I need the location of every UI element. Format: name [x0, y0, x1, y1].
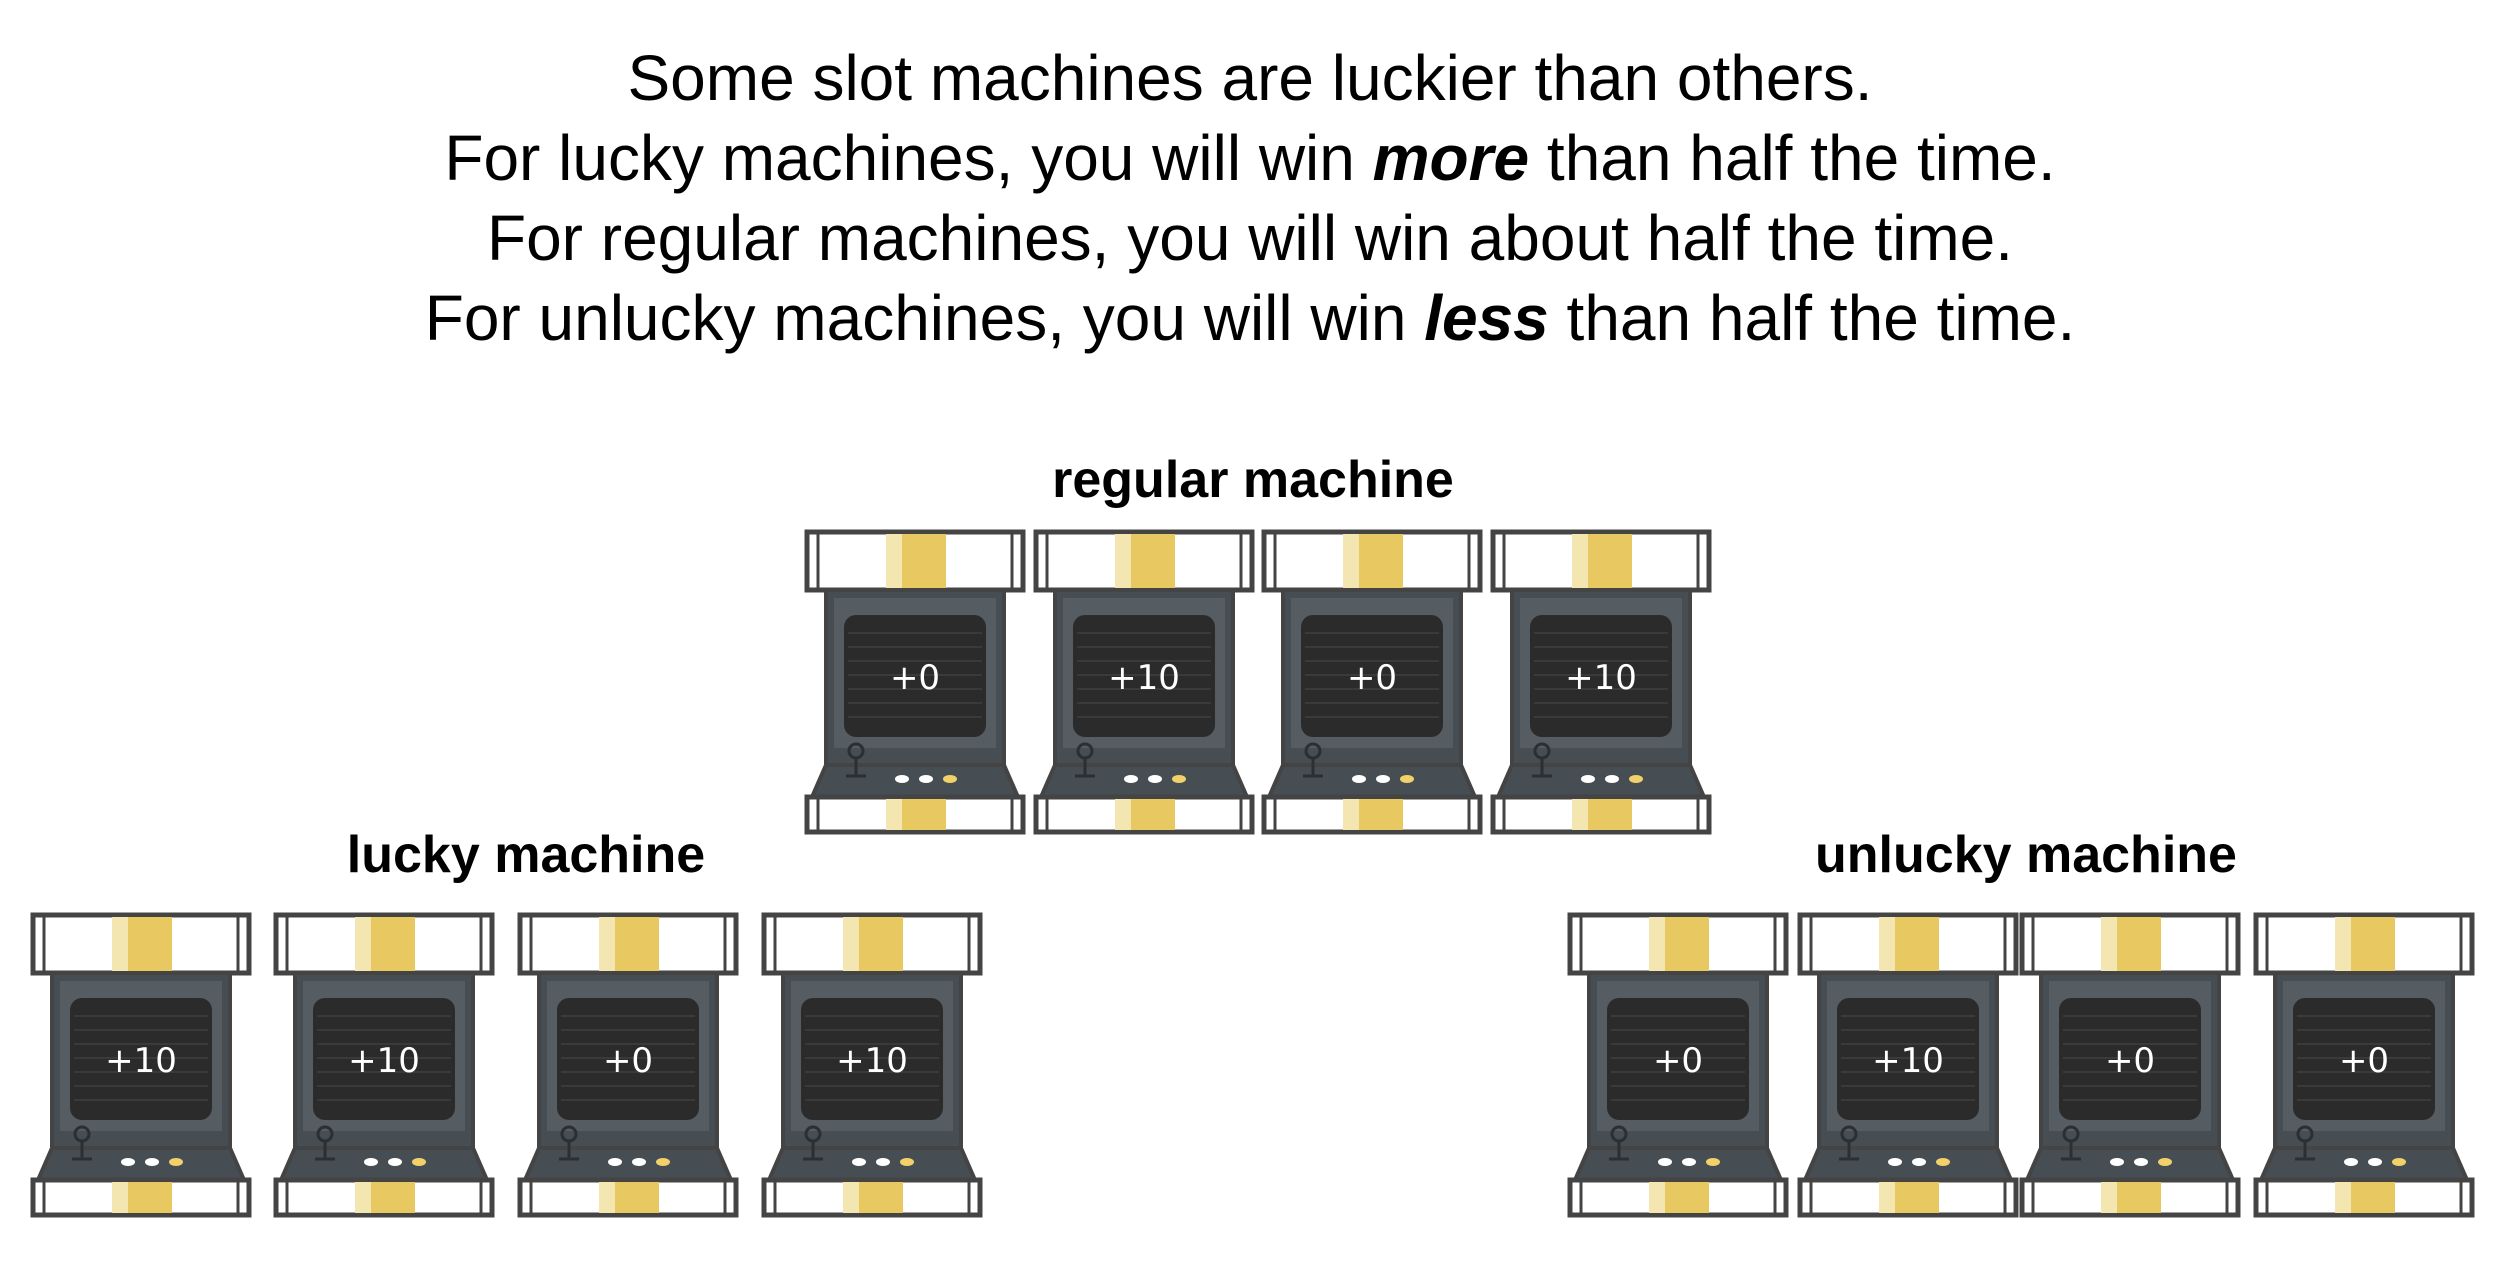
panel-buttons — [852, 1158, 914, 1166]
unlucky-slot-machine-4: +0 — [2253, 912, 2475, 1218]
joystick-icon — [803, 1125, 823, 1161]
joystick-icon — [1303, 742, 1323, 778]
panel-buttons — [2110, 1158, 2172, 1166]
unlucky-machine-label: unlucky machine — [1815, 826, 2237, 884]
panel-buttons — [608, 1158, 670, 1166]
regular-slot-machine-2: +10 — [1033, 529, 1255, 835]
panel-buttons — [1124, 775, 1186, 783]
panel-buttons — [2344, 1158, 2406, 1166]
intro-line-4: For unlucky machines, you will win less … — [424, 282, 2076, 354]
machine-outcome: +10 — [1108, 658, 1180, 698]
lucky-machine-label: lucky machine — [346, 826, 706, 884]
emphasis-less: less — [1424, 282, 1549, 354]
lucky-slot-machine-1: +10 — [30, 912, 252, 1218]
joystick-icon — [846, 742, 866, 778]
joystick-icon — [1532, 742, 1552, 778]
emphasis-more: more — [1372, 122, 1530, 194]
regular-slot-machine-3: +0 — [1261, 529, 1483, 835]
machine-outcome: +0 — [2105, 1041, 2155, 1081]
intro-line-2: For lucky machines, you will win more th… — [444, 122, 2056, 194]
joystick-icon — [1839, 1125, 1859, 1161]
machine-outcome: +10 — [105, 1041, 177, 1081]
machine-outcome: +10 — [836, 1041, 908, 1081]
intro-text: Some slot machines are luckier than othe… — [0, 38, 2500, 358]
intro-line-1: Some slot machines are luckier than othe… — [627, 42, 1873, 114]
joystick-icon — [72, 1125, 92, 1161]
regular-slot-machine-4: +10 — [1490, 529, 1712, 835]
machine-outcome: +0 — [1347, 658, 1397, 698]
machine-outcome: +0 — [890, 658, 940, 698]
regular-slot-machine-1: +0 — [804, 529, 1026, 835]
machine-outcome: +0 — [2339, 1041, 2389, 1081]
panel-buttons — [364, 1158, 426, 1166]
unlucky-slot-machine-3: +0 — [2019, 912, 2241, 1218]
unlucky-slot-machine-2: +10 — [1797, 912, 2019, 1218]
joystick-icon — [559, 1125, 579, 1161]
panel-buttons — [1888, 1158, 1950, 1166]
machine-outcome: +10 — [348, 1041, 420, 1081]
panel-buttons — [121, 1158, 183, 1166]
machine-outcome: +10 — [1872, 1041, 1944, 1081]
joystick-icon — [2295, 1125, 2315, 1161]
joystick-icon — [1075, 742, 1095, 778]
machine-outcome: +0 — [1653, 1041, 1703, 1081]
intro-line-3: For regular machines, you will win about… — [486, 202, 2014, 274]
joystick-icon — [315, 1125, 335, 1161]
machine-outcome: +10 — [1565, 658, 1637, 698]
panel-buttons — [1658, 1158, 1720, 1166]
lucky-slot-machine-4: +10 — [761, 912, 983, 1218]
joystick-icon — [2061, 1125, 2081, 1161]
lucky-slot-machine-3: +0 — [517, 912, 739, 1218]
joystick-icon — [1609, 1125, 1629, 1161]
lucky-slot-machine-2: +10 — [273, 912, 495, 1218]
panel-buttons — [895, 775, 957, 783]
panel-buttons — [1352, 775, 1414, 783]
unlucky-slot-machine-1: +0 — [1567, 912, 1789, 1218]
regular-machine-label: regular machine — [1052, 451, 1454, 509]
panel-buttons — [1581, 775, 1643, 783]
machine-outcome: +0 — [603, 1041, 653, 1081]
